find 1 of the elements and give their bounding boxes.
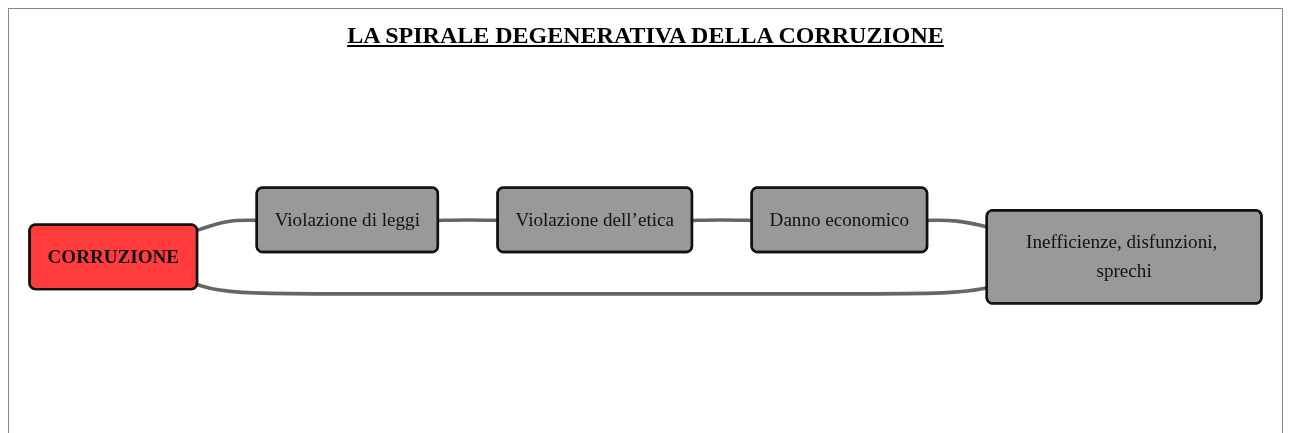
diagram-title: LA SPIRALE DEGENERATIVA DELLA CORRUZIONE (347, 22, 944, 48)
